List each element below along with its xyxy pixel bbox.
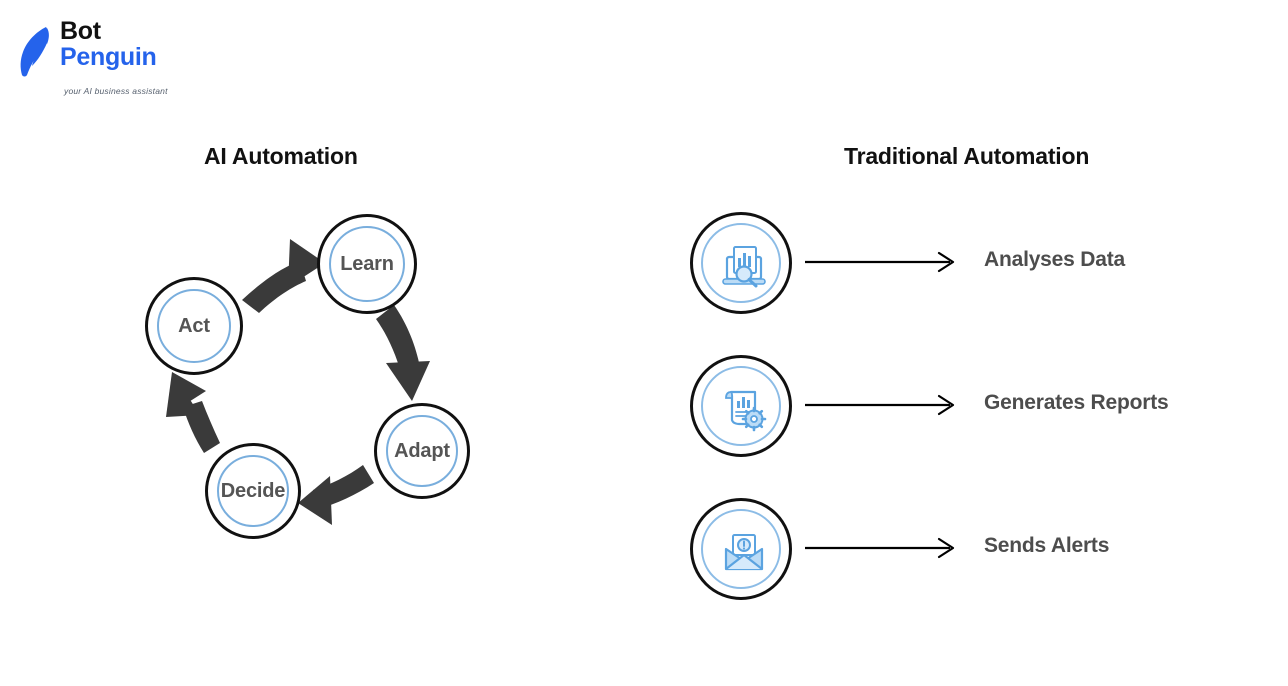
traditional-row: Sends Alerts: [690, 498, 1210, 602]
icon-inner-ring: [701, 366, 781, 446]
cycle-node-label: Adapt: [394, 439, 450, 462]
cycle-node-act[interactable]: Act: [145, 277, 243, 375]
envelope-alert-icon: [719, 527, 769, 577]
traditional-automation-title: Traditional Automation: [844, 143, 1090, 169]
cycle-node-adapt[interactable]: Adapt: [374, 403, 470, 499]
ai-automation-title: AI Automation: [204, 143, 358, 169]
cycle-node-decide[interactable]: Decide: [205, 443, 301, 539]
cycle-node-label: Learn: [340, 252, 394, 275]
row-arrow-icon: [805, 250, 960, 274]
icon-badge-sends-alerts[interactable]: [690, 498, 792, 600]
row-arrow-icon: [805, 393, 960, 417]
laptop-chart-magnifier-icon: [719, 241, 769, 291]
cycle-arrows: [166, 239, 430, 525]
brand-name-line1: Bot: [60, 17, 101, 45]
brand-name-line2: Penguin: [60, 43, 157, 71]
icon-badge-analyses-data[interactable]: [690, 212, 792, 314]
icon-inner-ring: [701, 509, 781, 589]
arrow-act-to-learn: [242, 239, 325, 313]
arrow-adapt-to-decide: [298, 465, 374, 525]
ai-automation-cycle-diagram: Act Learn Adapt Decide: [120, 195, 520, 565]
brand-tagline: your AI business assistant: [64, 86, 168, 96]
brand-wordmark: Bot Penguin: [60, 18, 157, 70]
cycle-node-label: Decide: [220, 479, 286, 502]
penguin-icon: [16, 26, 56, 78]
row-label-analyses-data: Analyses Data: [984, 248, 1125, 271]
report-gear-icon: [719, 384, 769, 434]
brand-logo[interactable]: Bot Penguin your AI business assistant: [16, 18, 206, 96]
icon-inner-ring: [701, 223, 781, 303]
cycle-node-learn[interactable]: Learn: [317, 214, 417, 314]
arrow-decide-to-act: [166, 372, 220, 453]
row-label-sends-alerts: Sends Alerts: [984, 534, 1110, 557]
icon-badge-generates-reports[interactable]: [690, 355, 792, 457]
row-label-generates-reports: Generates Reports: [984, 391, 1169, 414]
traditional-row: Analyses Data: [690, 212, 1210, 316]
traditional-row: Generates Reports: [690, 355, 1210, 459]
row-arrow-icon: [805, 536, 960, 560]
arrow-learn-to-adapt: [376, 305, 430, 401]
cycle-node-label: Act: [178, 314, 210, 337]
